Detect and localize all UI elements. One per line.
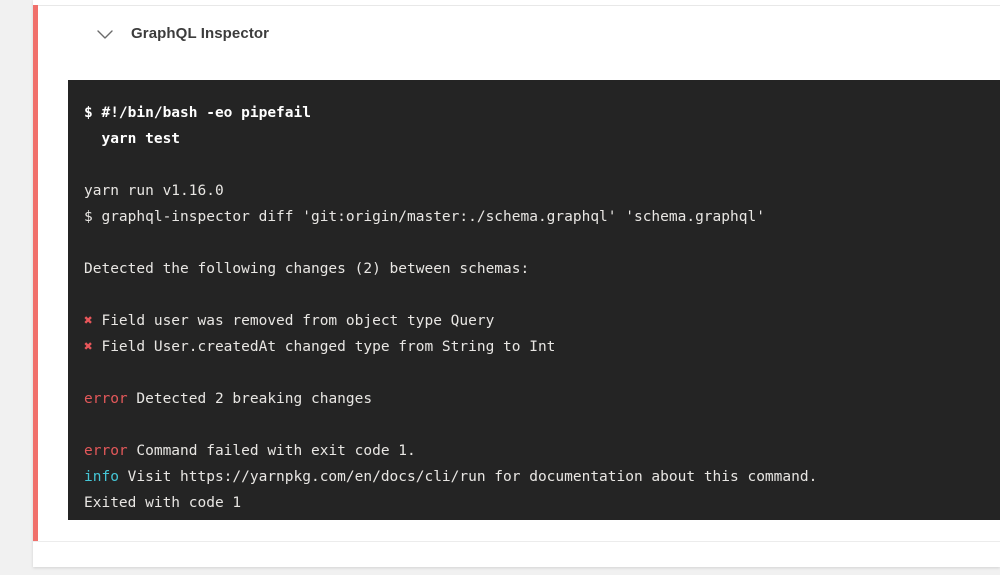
terminal-line: error Detected 2 breaking changes [84, 386, 1000, 412]
terminal-line [84, 360, 1000, 386]
log-level-label: info [84, 469, 119, 485]
job-title: GraphQL Inspector [131, 25, 270, 42]
terminal-line: Detected the following changes (2) betwe… [84, 256, 1000, 282]
breaking-change-text: Field user was removed from object type … [92, 313, 495, 329]
log-message-text: Detected 2 breaking changes [127, 391, 373, 407]
card-top-divider [33, 5, 1000, 6]
log-message-text: Visit https://yarnpkg.com/en/docs/cli/ru… [118, 469, 818, 485]
terminal-output[interactable]: $ #!/bin/bash -eo pipefail yarn test yar… [68, 80, 1000, 520]
terminal-command-text: yarn test [84, 131, 181, 147]
breaking-change-x-icon: ✖ [84, 313, 93, 329]
terminal-line [84, 412, 1000, 438]
card-bottom-divider [33, 541, 1000, 542]
terminal-line: $ #!/bin/bash -eo pipefail [84, 100, 1000, 126]
job-header[interactable]: GraphQL Inspector [38, 5, 1000, 62]
job-card: GraphQL Inspector $ #!/bin/bash -eo pipe… [33, 0, 1000, 567]
terminal-line: error Command failed with exit code 1. [84, 438, 1000, 464]
terminal-plain-text: $ graphql-inspector diff 'git:origin/mas… [84, 209, 765, 225]
terminal-plain-text: Exited with code 1 [84, 495, 242, 511]
terminal-line: info Visit https://yarnpkg.com/en/docs/c… [84, 464, 1000, 490]
log-level-label: error [84, 443, 128, 459]
breaking-change-text: Field User.createdAt changed type from S… [92, 339, 556, 355]
chevron-down-icon[interactable] [93, 22, 117, 46]
terminal-line: yarn run v1.16.0 [84, 178, 1000, 204]
log-level-label: error [84, 391, 128, 407]
terminal-line [84, 152, 1000, 178]
job-status-accent-bar [33, 5, 38, 541]
terminal-line [84, 230, 1000, 256]
breaking-change-x-icon: ✖ [84, 339, 93, 355]
terminal-lines: $ #!/bin/bash -eo pipefail yarn test yar… [84, 100, 1000, 516]
terminal-line: yarn test [84, 126, 1000, 152]
terminal-line [84, 282, 1000, 308]
terminal-line: Exited with code 1 [84, 490, 1000, 516]
log-message-text: Command failed with exit code 1. [127, 443, 416, 459]
terminal-plain-text: yarn run v1.16.0 [84, 183, 224, 199]
terminal-plain-text: Detected the following changes (2) betwe… [84, 261, 530, 277]
terminal-line: ✖ Field user was removed from object typ… [84, 308, 1000, 334]
terminal-command-text: $ #!/bin/bash -eo pipefail [84, 105, 311, 121]
terminal-line: $ graphql-inspector diff 'git:origin/mas… [84, 204, 1000, 230]
terminal-line: ✖ Field User.createdAt changed type from… [84, 334, 1000, 360]
